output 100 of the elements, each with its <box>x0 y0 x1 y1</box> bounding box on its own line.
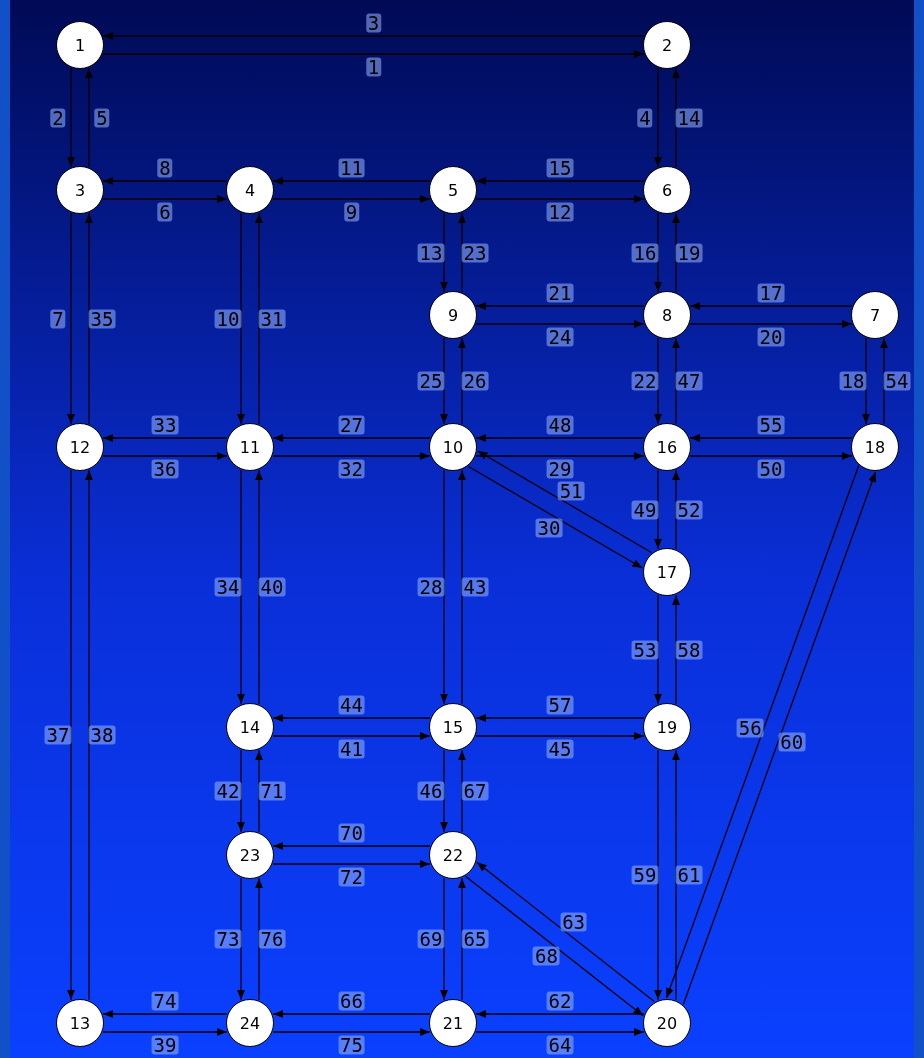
arrow <box>272 714 431 722</box>
arrow <box>67 469 75 1001</box>
edge-label: 21 <box>546 283 574 303</box>
arrow <box>237 469 245 705</box>
arrow <box>475 302 645 310</box>
edge-label: 34 <box>214 577 242 597</box>
edge-label: 15 <box>546 158 574 178</box>
arrow <box>272 732 431 740</box>
arrow <box>255 212 263 425</box>
edge-label: 76 <box>258 929 286 949</box>
edge-label: 28 <box>417 577 445 597</box>
arrow <box>102 32 645 40</box>
edge-label: 49 <box>631 500 659 519</box>
edge-label: 13 <box>417 243 445 262</box>
arrow <box>272 842 431 850</box>
edge-label: 64 <box>546 1035 574 1055</box>
edge-label: 43 <box>461 577 489 597</box>
edge-label: 3 <box>365 13 382 33</box>
edge-label: 32 <box>338 459 365 479</box>
arrow <box>458 212 466 293</box>
arrow <box>440 337 448 425</box>
arrow <box>440 212 448 293</box>
edge-label: 63 <box>560 912 587 932</box>
arrow <box>862 337 870 425</box>
edge-label: 67 <box>461 781 489 801</box>
arrow <box>272 860 431 868</box>
arrow <box>255 749 263 833</box>
arrow <box>654 749 662 1001</box>
edge-label: 31 <box>258 309 286 328</box>
arrow <box>654 337 662 425</box>
arrow <box>475 1010 645 1018</box>
arrow <box>475 320 645 328</box>
edge-label: 26 <box>461 371 489 391</box>
arrow <box>237 877 245 1001</box>
edge-label: 35 <box>88 309 116 328</box>
arrow <box>654 67 662 168</box>
edge-label: 9 <box>343 202 360 222</box>
arrow <box>237 212 245 425</box>
edge-label: 22 <box>631 371 659 391</box>
edge-label: 61 <box>675 865 703 885</box>
edge-label: 46 <box>417 781 445 801</box>
edge-label: 17 <box>757 283 785 303</box>
arrow <box>102 177 228 185</box>
edge-label: 44 <box>338 695 365 715</box>
arrow <box>672 469 680 550</box>
edge-label: 53 <box>631 640 659 659</box>
edge-label: 7 <box>50 309 66 328</box>
arrow <box>476 861 655 1003</box>
edge-label: 68 <box>532 946 560 966</box>
arrow <box>476 450 653 554</box>
edge-label: 36 <box>151 459 179 479</box>
edge-label: 71 <box>258 781 286 801</box>
edge-label: 27 <box>338 415 365 435</box>
arrow <box>237 749 245 833</box>
edge-label: 41 <box>338 739 365 759</box>
edge-label: 56 <box>736 718 764 737</box>
arrow <box>654 212 662 293</box>
edge-label: 29 <box>546 459 574 479</box>
edge-label: 37 <box>44 725 72 745</box>
edge-label: 45 <box>546 739 574 759</box>
edge-label: 70 <box>338 823 365 843</box>
edge-label: 12 <box>546 202 574 222</box>
edge-label: 38 <box>88 725 116 745</box>
arrow <box>255 877 263 1001</box>
arrow <box>689 320 853 328</box>
arrow <box>272 434 431 442</box>
edge-label: 57 <box>546 695 574 715</box>
edge-label: 18 <box>839 371 867 391</box>
edge-label: 62 <box>546 991 574 1011</box>
edge-label: 6 <box>157 202 173 222</box>
edge-label: 33 <box>151 415 179 435</box>
arrow <box>880 337 888 425</box>
arrow <box>689 452 853 460</box>
arrow <box>689 434 853 442</box>
arrow <box>440 749 448 833</box>
edge-label: 55 <box>757 415 785 435</box>
arrow <box>672 337 680 425</box>
arrow <box>672 749 680 1001</box>
edge-label: 72 <box>338 867 365 887</box>
arrow <box>102 50 645 58</box>
arrow <box>85 67 93 168</box>
arrow <box>458 749 466 833</box>
arrow <box>672 67 680 168</box>
arrow <box>475 714 645 722</box>
edge-label: 19 <box>675 243 703 262</box>
edge-label: 5 <box>94 108 110 127</box>
edge-label: 51 <box>557 481 585 500</box>
arrow <box>67 67 75 168</box>
arrow <box>458 877 466 1001</box>
arrow <box>272 195 431 203</box>
arrow <box>85 212 93 425</box>
arrow <box>475 732 645 740</box>
arrow <box>654 469 662 550</box>
edge-label: 16 <box>631 243 659 262</box>
arrow <box>672 594 680 705</box>
edge-label: 66 <box>338 991 365 1011</box>
arrow <box>102 195 228 203</box>
edge-label: 39 <box>151 1035 179 1055</box>
edge-label: 52 <box>675 500 703 519</box>
arrow <box>682 471 877 1005</box>
